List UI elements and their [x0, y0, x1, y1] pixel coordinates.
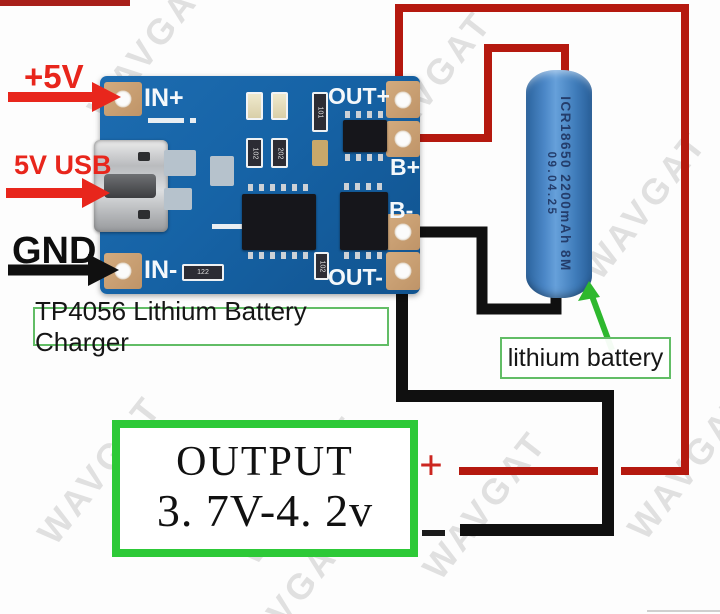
- capacitor: [312, 140, 328, 166]
- usb-pin: [138, 210, 150, 219]
- pin-label-out-plus: OUT+: [328, 83, 390, 109]
- charger-caption-box: TP4056 Lithium Battery Charger: [33, 296, 389, 357]
- wire-black-bminus-battery: [402, 226, 562, 315]
- resistor-102: 102: [246, 138, 263, 168]
- ic-pins: [248, 252, 310, 259]
- resistor-122: 122: [182, 264, 224, 281]
- tin-pad: [164, 188, 192, 210]
- output-plus-terminal: +: [419, 443, 443, 489]
- resistor-202: 202: [271, 138, 288, 168]
- output-minus-terminal: [422, 530, 445, 536]
- pad-out-minus: [386, 252, 420, 290]
- tin-pad: [210, 156, 234, 186]
- usb-slot: [104, 174, 156, 198]
- output-title: OUTPUT: [176, 438, 354, 485]
- wire-red-bplus-battery: [404, 44, 569, 142]
- pin-label-b-plus: B+: [390, 154, 421, 180]
- ic-tp4056: [242, 194, 316, 250]
- silk-line: [148, 118, 184, 123]
- silk-line: [212, 224, 242, 229]
- wire-black-out-minus: [396, 272, 614, 536]
- pin-label-in-minus: IN-: [144, 256, 178, 284]
- silk-line: [190, 118, 196, 123]
- tp4056-module: IN+ IN- OUT+ B+ B- OUT- 102 202 101 122 …: [94, 76, 421, 294]
- pin-label-out-minus: OUT-: [328, 264, 383, 290]
- ic-pins: [248, 184, 310, 191]
- led-full: [271, 92, 288, 120]
- usb-pin: [138, 152, 150, 161]
- label-plus5v: +5V: [24, 58, 84, 95]
- lithium-battery-cell: ICR18650 2200mAh 8M 09.04.25: [526, 70, 592, 298]
- arrowhead-battery-pointer: [578, 281, 600, 301]
- led-charge: [246, 92, 263, 120]
- ic-dw01: [343, 120, 387, 152]
- pad-b-minus: [386, 214, 420, 250]
- ic-pins: [345, 154, 385, 161]
- micro-usb-connector: [94, 140, 168, 232]
- arrowhead-gnd: [88, 254, 119, 286]
- ic-8205: [340, 192, 388, 250]
- battery-caption: lithium battery: [507, 343, 664, 372]
- battery-caption-box: lithium battery: [500, 337, 671, 379]
- pin-label-b-minus: B-: [389, 197, 414, 223]
- resistor-101: 101: [312, 92, 328, 132]
- ic-pins: [344, 252, 384, 259]
- output-spec-box: OUTPUT 3. 7V-4. 2v: [112, 420, 418, 557]
- pad-b-plus: [386, 121, 420, 157]
- charger-caption: TP4056 Lithium Battery Charger: [35, 295, 307, 357]
- ic-pins: [345, 111, 385, 118]
- pad-out-plus: [386, 81, 420, 118]
- label-5v-usb: 5V USB: [14, 150, 112, 180]
- wire-red-out-plus: [395, 4, 689, 475]
- arrowhead-usb: [82, 178, 110, 208]
- arrowhead-plus5v: [92, 82, 121, 112]
- tin-pad: [164, 150, 196, 176]
- ic-pins: [344, 183, 384, 190]
- bottom-corner-line: [647, 610, 720, 612]
- top-left-red-bar: [0, 0, 130, 6]
- resistor-102b: 102: [314, 252, 329, 280]
- pin-label-in-plus: IN+: [144, 84, 184, 112]
- output-range: 3. 7V-4. 2v: [156, 485, 374, 537]
